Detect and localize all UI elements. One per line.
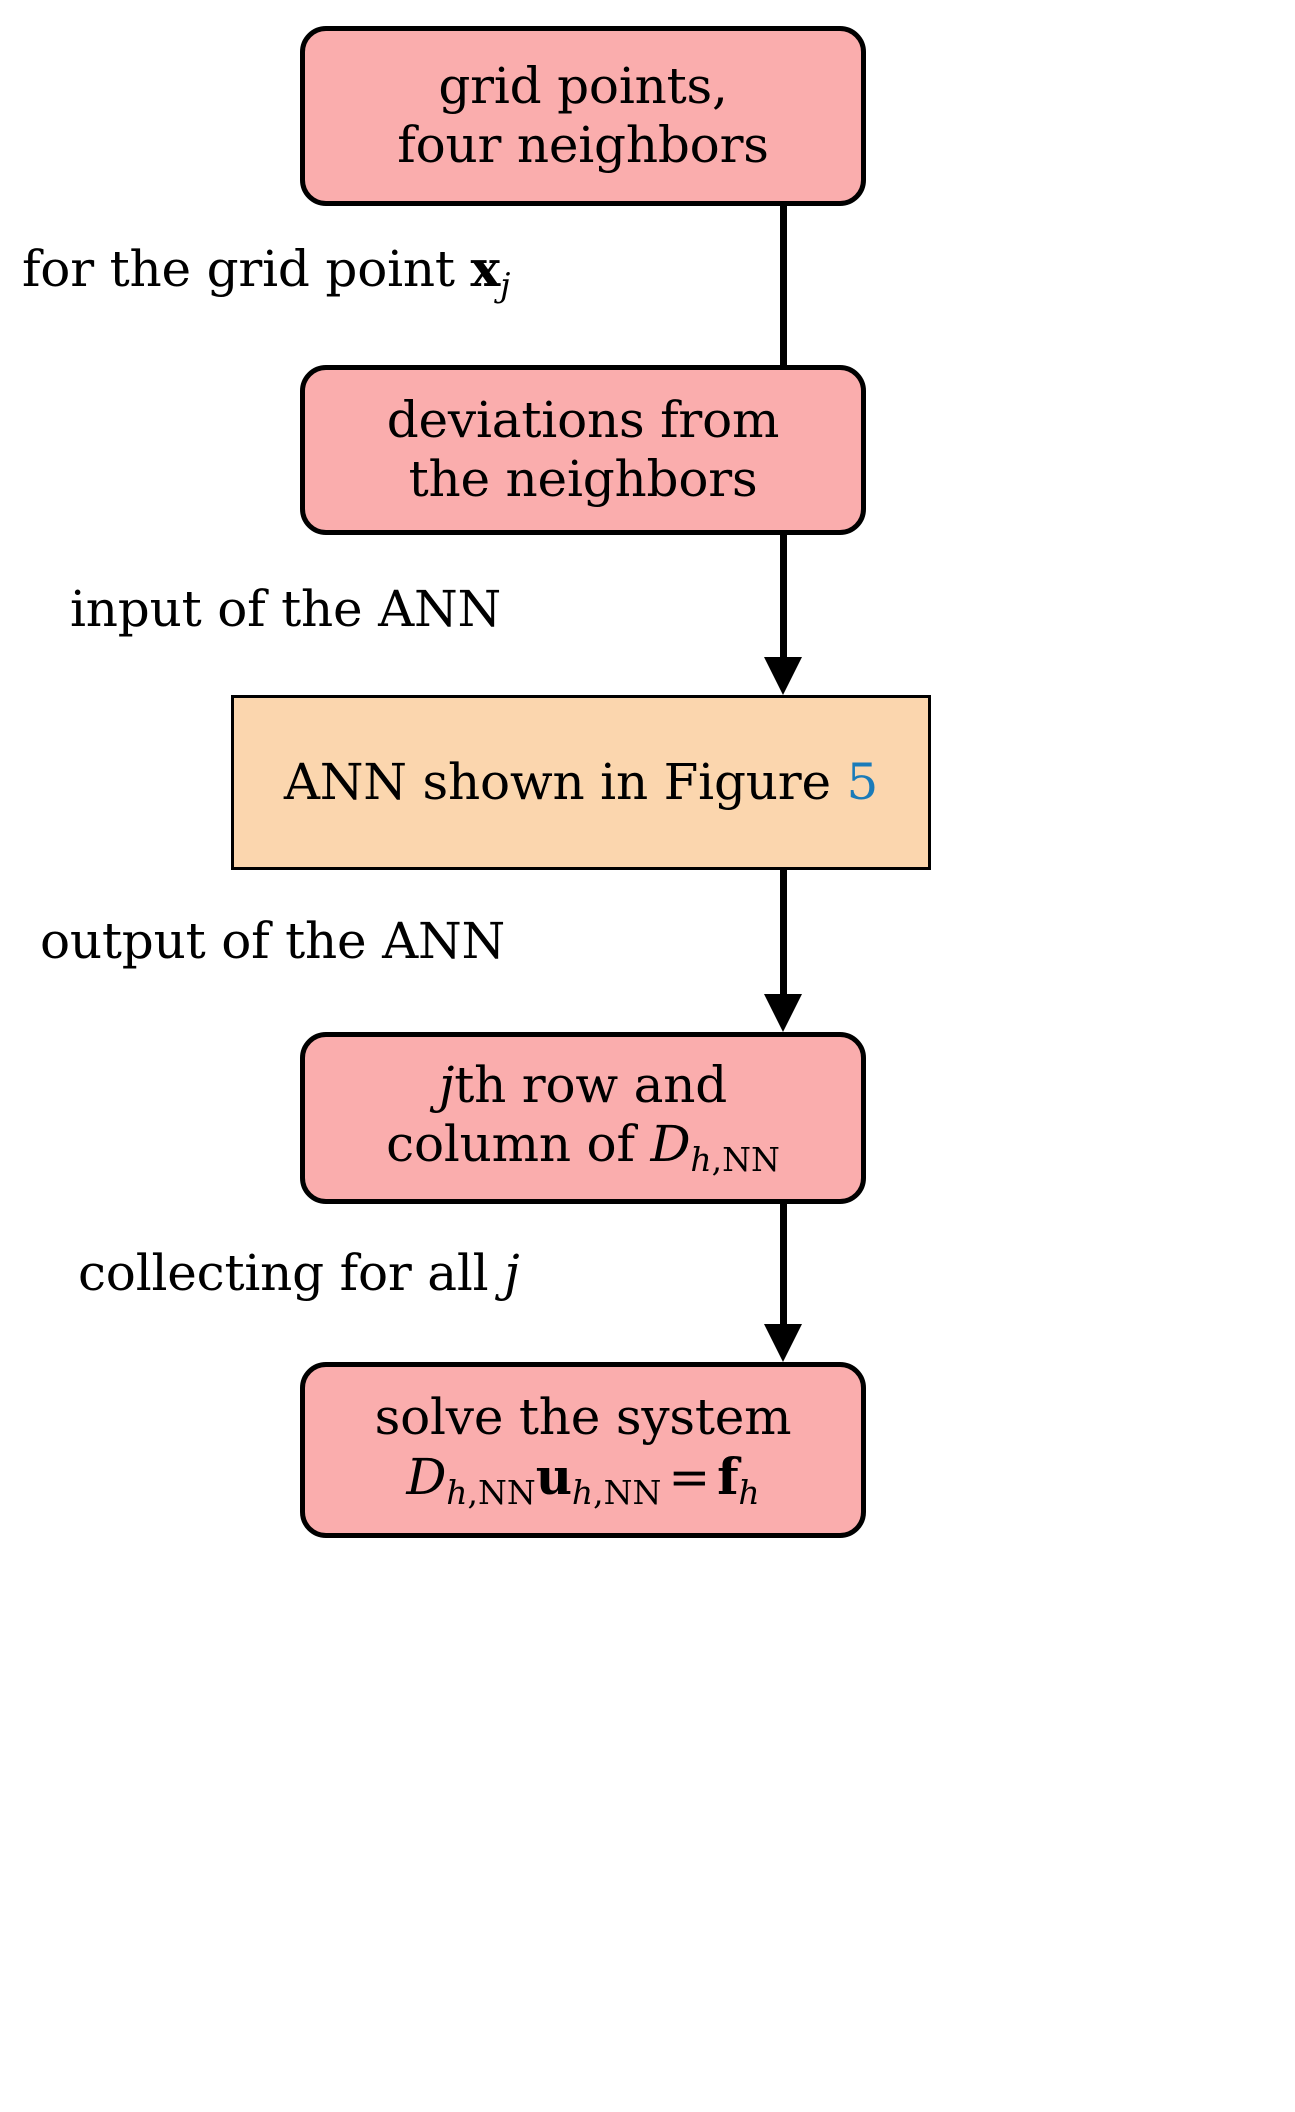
math-f-bold: f — [717, 1446, 739, 1506]
node-deviations-line-2: the neighbors — [408, 450, 758, 508]
math-D-italic: D — [650, 1115, 691, 1174]
arrow-head-icon — [764, 657, 802, 695]
node-grid-points[interactable]: grid points, four neighbors — [300, 26, 866, 206]
figure-reference-link[interactable]: 5 — [846, 753, 879, 811]
node-solve-system-line-1: solve the system — [374, 1387, 792, 1446]
math-x-subscript: j — [500, 264, 511, 304]
math-D-subscript: h,NN — [690, 1139, 780, 1179]
edge-label-text: output of the ANN — [40, 912, 506, 970]
node-grid-points-line-1: grid points, — [438, 57, 728, 115]
node-row-column[interactable]: jth row and column of Dh,NN — [300, 1032, 866, 1204]
node-row-column-line-1: jth row and — [439, 1056, 727, 1115]
arrow-stem — [779, 206, 787, 452]
node-ann[interactable]: ANN shown in Figure 5 — [231, 695, 931, 870]
arrow-stem — [779, 535, 787, 660]
math-D-italic: D — [406, 1447, 447, 1506]
math-equals-operator: = — [668, 1447, 711, 1506]
edge-label-output-of-the-ann: output of the ANN — [40, 916, 505, 966]
math-f-subscript: h — [738, 1472, 760, 1512]
math-D-subscript: h,NN — [446, 1472, 536, 1512]
node-solve-system[interactable]: solve the system Dh,NNuh,NN=fh — [300, 1362, 866, 1538]
edge-label-text: input of the ANN — [70, 580, 502, 638]
arrow-head-icon — [764, 1324, 802, 1362]
arrow-head-icon — [764, 994, 802, 1032]
node-row-column-line-1-rest: th row and — [454, 1056, 728, 1115]
edge-label-text: collecting for all — [78, 1244, 505, 1302]
math-x-bold: x — [470, 239, 501, 298]
node-deviations-line-1: deviations from — [386, 391, 780, 449]
math-u-bold: u — [535, 1446, 572, 1506]
math-j-italic: j — [438, 1056, 455, 1115]
edge-label-text: for the grid point — [22, 240, 471, 298]
node-ann-label: ANN shown in Figure 5 — [283, 753, 879, 812]
node-row-column-line-2: column of Dh,NN — [386, 1115, 780, 1180]
arrow-stem — [779, 1204, 787, 1327]
node-grid-points-line-2: four neighbors — [397, 116, 769, 174]
arrow-stem — [779, 870, 787, 997]
node-ann-text: ANN shown in Figure — [283, 753, 831, 811]
node-solve-system-equation: Dh,NNuh,NN=fh — [406, 1447, 759, 1513]
edge-label-input-of-the-ann: input of the ANN — [70, 584, 501, 634]
node-row-column-line-2-prefix: column of — [386, 1115, 651, 1174]
edge-label-collecting-for-all-j: collecting for all j — [78, 1248, 520, 1298]
math-j-italic: j — [504, 1244, 520, 1302]
edge-label-for-the-grid-point: for the grid point xj — [22, 244, 510, 301]
math-u-subscript: h,NN — [571, 1472, 662, 1512]
node-deviations[interactable]: deviations from the neighbors — [300, 365, 866, 535]
